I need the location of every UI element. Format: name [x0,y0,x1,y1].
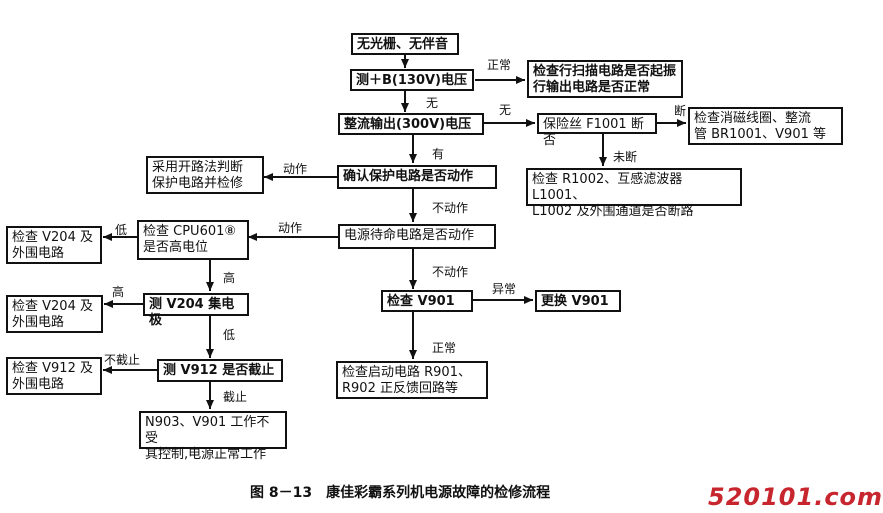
label-none-2: 无 [499,103,512,117]
node-check-r1002: 检查 R1002、互感滤波器 L1001、 L1002 及外围通道是否断路 [526,168,742,219]
node-check-degauss: 检查消磁线圈、整流 管 BR1001、V901 等 [688,107,843,145]
label-normal: 正常 [487,58,512,72]
label-not-cut: 不截止 [104,353,141,367]
node-check-v912: 检查 V912 及 外围电路 [6,357,102,395]
node-v912-cut: 测 V912 是否截止 [157,359,283,382]
label-not-action-1: 不动作 [432,201,469,215]
label-cut: 截止 [223,390,248,404]
watermark-logo: 520101.com [708,483,883,511]
node-open-circuit: 采用开路法判断 保护电路并检修 [146,156,264,194]
label-low-1: 低 [115,223,128,237]
label-high-2: 高 [112,285,125,299]
node-measure-v204: 测 V204 集电极 [143,293,249,328]
node-check-v204-a: 检查 V204 及 外围电路 [6,226,102,264]
label-action-1: 动作 [283,162,308,176]
node-n903: N903、V901 工作不受 其控制,电源正常工作 [139,411,287,462]
label-none-1: 无 [426,96,439,110]
node-check-scan: 检查行扫描电路是否起振 行输出电路是否正常 [527,60,683,98]
label-broken: 断 [674,104,687,118]
node-fuse: 保险丝 F1001 断否 [537,113,657,148]
label-normal-2: 正常 [432,341,457,355]
label-not-action-2: 不动作 [432,265,469,279]
node-check-start: 检查启动电路 R901、 R902 正反馈回路等 [336,361,488,399]
label-low-2: 低 [223,328,236,342]
node-check-v204-b: 检查 V204 及 外围电路 [6,295,103,333]
label-yes: 有 [432,147,445,161]
node-check-v901: 检查 V901 [381,290,473,312]
label-action-2: 动作 [278,221,303,235]
node-replace-v901: 更换 V901 [535,290,621,312]
label-high-1: 高 [223,271,236,285]
node-measure-b: 测＋B(130V)电压 [350,69,474,91]
node-rectifier: 整流输出(300V)电压 [338,113,484,135]
figure-caption: 图 8－13 康佳彩霸系列机电源故障的检修流程 [250,485,551,501]
label-not-broken: 未断 [613,150,638,164]
node-standby: 电源待命电路是否动作 [338,224,496,249]
node-confirm-protect: 确认保护电路是否动作 [337,165,497,189]
label-abnormal: 异常 [492,282,517,296]
node-no-raster: 无光栅、无伴音 [351,33,459,55]
node-check-cpu: 检查 CPU601⑧ 是否高电位 [137,220,249,260]
